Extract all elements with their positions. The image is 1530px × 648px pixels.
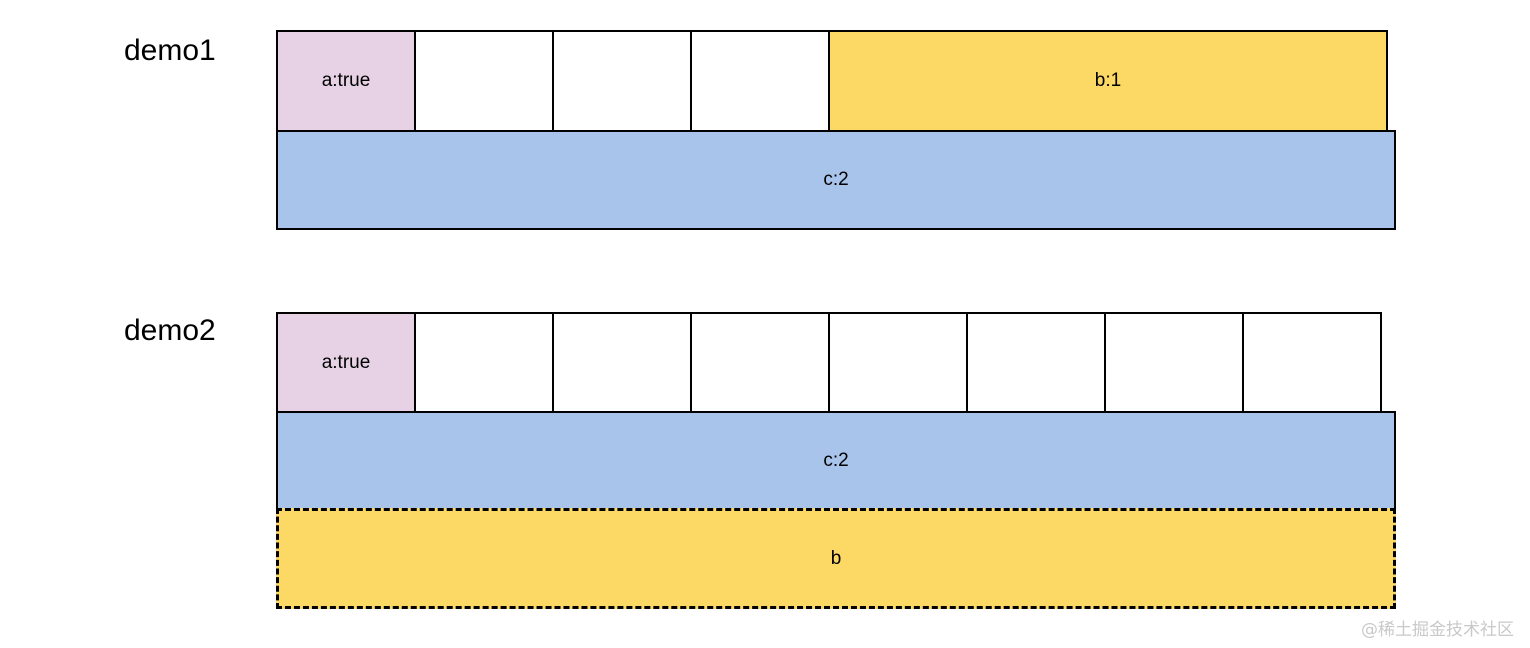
demo1-cell-c: c:2 xyxy=(276,130,1396,230)
demo1-cell-b: b:1 xyxy=(828,30,1388,132)
demo2-cell-empty-7 xyxy=(1242,312,1382,413)
demo2-cell-empty-6 xyxy=(1104,312,1244,413)
demo2-cell-empty-5 xyxy=(966,312,1106,413)
demo2-cell-empty-1 xyxy=(414,312,554,413)
demo2-label: demo2 xyxy=(124,314,216,347)
demo2-cell-empty-4 xyxy=(828,312,968,413)
demo1-label: demo1 xyxy=(124,34,216,67)
demo2-cell-a: a:true xyxy=(276,312,416,413)
demo2-cell-b: b xyxy=(276,508,1396,609)
demo2-grid-row-1: a:true xyxy=(276,312,1396,413)
demo1-grid: a:true b:1 c:2 xyxy=(276,30,1396,230)
watermark: @稀土掘金技术社区 xyxy=(1361,620,1514,640)
demo1-grid-row-2: c:2 xyxy=(276,130,1396,230)
demo1-cell-empty-3 xyxy=(690,30,830,132)
demo2-grid: a:true c:2 b xyxy=(276,312,1396,609)
demo1-cell-empty-2 xyxy=(552,30,692,132)
demo1-cell-empty-1 xyxy=(414,30,554,132)
demo2-grid-row-3: b xyxy=(276,508,1396,609)
demo1-grid-row-1: a:true b:1 xyxy=(276,30,1396,132)
demo2-grid-row-2: c:2 xyxy=(276,411,1396,510)
demo2-cell-empty-3 xyxy=(690,312,830,413)
demo2-cell-empty-2 xyxy=(552,312,692,413)
demo2-cell-c: c:2 xyxy=(276,411,1396,510)
demo1-cell-a: a:true xyxy=(276,30,416,132)
